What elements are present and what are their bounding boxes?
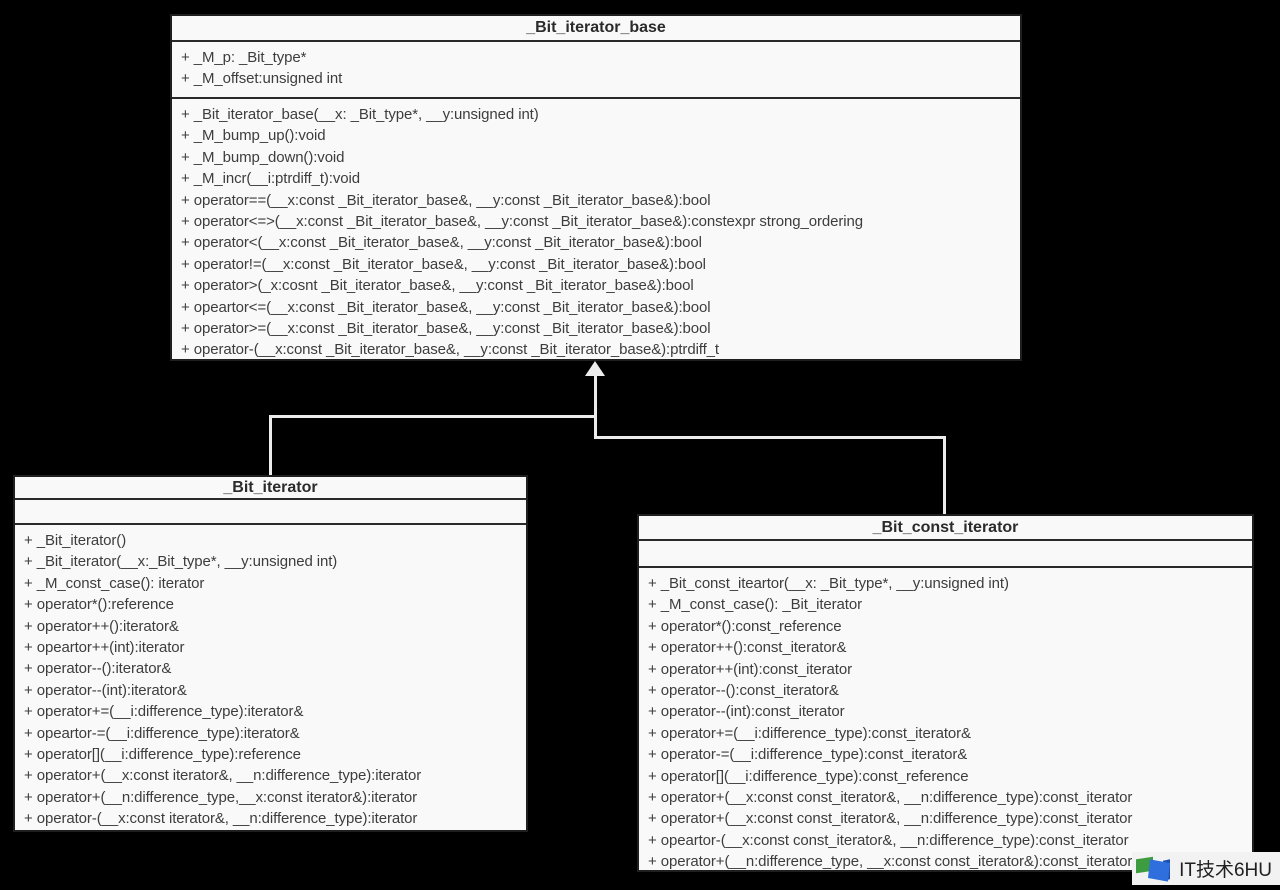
method-line: + _M_const_case(): iterator bbox=[24, 574, 205, 592]
method-line: + operator==(__x:const _Bit_iterator_bas… bbox=[181, 191, 711, 209]
methods-section: + _Bit_iterator() + _Bit_iterator(__x:_Bi… bbox=[15, 525, 526, 830]
method-line: + operator--():const_iterator& bbox=[648, 682, 839, 700]
method-line: + operator++():iterator& bbox=[24, 617, 179, 635]
watermark-logo-icon bbox=[1136, 856, 1174, 882]
method-line: + operator[](__i:difference_type):const_… bbox=[648, 767, 969, 785]
method-line: + _Bit_iterator_base(__x: _Bit_type*, __… bbox=[181, 106, 539, 123]
class-title: _Bit_const_iterator bbox=[639, 516, 1252, 541]
generalization-arrow-icon bbox=[585, 361, 605, 376]
watermark-logo-blue-shape bbox=[1148, 858, 1171, 882]
method-line: + operator!=(__x:const _Bit_iterator_bas… bbox=[181, 255, 706, 273]
method-line: + operator>(_x:cosnt _Bit_iterator_base&… bbox=[181, 277, 694, 295]
method-line: + _M_bump_down():void bbox=[181, 148, 345, 166]
method-line: + operator*():reference bbox=[24, 596, 174, 614]
method-line: + _M_incr(__i:ptrdiff_t):void bbox=[181, 170, 360, 188]
method-line: + operator+(__n:difference_type,__x:cons… bbox=[24, 788, 418, 806]
method-line: + opeartor-=(__i:difference_type):iterat… bbox=[24, 724, 300, 742]
class-box-bit-const-iterator: _Bit_const_iterator + _Bit_const_itearto… bbox=[637, 514, 1254, 872]
generalization-edge-bit-iterator bbox=[269, 415, 597, 418]
method-line: + operator--(int):iterator& bbox=[24, 681, 187, 699]
method-line: + operator+(__x:const const_iterator&, _… bbox=[648, 789, 1133, 807]
attributes-section bbox=[15, 500, 526, 525]
generalization-edge-bit-const-iterator bbox=[594, 436, 946, 439]
generalization-edge-bit-iterator bbox=[269, 415, 272, 475]
method-line: + opeartor++(int):iterator bbox=[24, 639, 185, 657]
method-line: + _Bit_iterator(__x:_Bit_type*, __y:unsi… bbox=[24, 553, 338, 571]
method-line: + operator+(__x:const const_iterator&, _… bbox=[648, 810, 1133, 828]
method-line: + _Bit_iterator() bbox=[24, 532, 127, 549]
method-line: + _Bit_const_iteartor(__x: _Bit_type*, _… bbox=[648, 575, 1009, 592]
method-line: + operator+=(__i:difference_type):iterat… bbox=[24, 703, 304, 721]
method-line: + operator-=(__i:difference_type):const_… bbox=[648, 746, 968, 764]
attribute-line: + _M_offset:unsigned int bbox=[181, 70, 343, 88]
site-watermark: IT技术6HU bbox=[1132, 852, 1280, 885]
method-line: + operator++(int):const_iterator bbox=[648, 660, 852, 678]
attributes-section: + _M_p: _Bit_type* + _M_offset:unsigned i… bbox=[172, 42, 1020, 99]
generalization-edge-bit-const-iterator bbox=[943, 436, 946, 514]
methods-section: + _Bit_const_iteartor(__x: _Bit_type*, _… bbox=[639, 568, 1252, 870]
method-line: + operator-(__x:const iterator&, __n:dif… bbox=[24, 810, 418, 828]
class-title: _Bit_iterator bbox=[15, 477, 526, 500]
method-line: + operator[](__i:difference_type):refere… bbox=[24, 746, 301, 764]
method-line: + opeartor<=(__x:const _Bit_iterator_bas… bbox=[181, 298, 711, 316]
method-line: + operator+=(__i:difference_type):const_… bbox=[648, 724, 971, 742]
class-box-bit-iterator-base: _Bit_iterator_base + _M_p: _Bit_type*+ _… bbox=[170, 14, 1022, 361]
method-line: + operator+(__x:const iterator&, __n:dif… bbox=[24, 767, 422, 785]
method-line: + operator--():iterator& bbox=[24, 660, 172, 678]
method-line: + _M_const_case(): _Bit_iterator bbox=[648, 596, 862, 614]
generalization-edge-shared bbox=[594, 374, 597, 439]
method-line: + operator>=(__x:const _Bit_iterator_bas… bbox=[181, 320, 711, 338]
method-line: + operator++():const_iterator& bbox=[648, 639, 847, 657]
attribute-line: + _M_p: _Bit_type* bbox=[181, 49, 307, 66]
method-line: + _M_bump_up():void bbox=[181, 127, 326, 145]
class-box-bit-iterator: _Bit_iterator + _Bit_iterator()+ _Bit_it… bbox=[13, 475, 528, 832]
method-line: + operator+(__n:difference_type, __x:con… bbox=[648, 853, 1133, 870]
method-line: + operator-(__x:const _Bit_iterator_base… bbox=[181, 341, 719, 359]
class-title: _Bit_iterator_base bbox=[172, 16, 1020, 42]
method-line: + operator<(__x:const _Bit_iterator_base… bbox=[181, 234, 702, 252]
method-line: + operator*():const_reference bbox=[648, 617, 842, 635]
method-line: + opeartor-(__x:const const_iterator&, _… bbox=[648, 831, 1129, 849]
method-line: + operator--(int):const_iterator bbox=[648, 703, 845, 721]
method-line: + operator<=>(__x:const _Bit_iterator_ba… bbox=[181, 213, 863, 231]
methods-section: + _Bit_iterator_base(__x: _Bit_type*, __… bbox=[172, 99, 1020, 359]
attributes-section bbox=[639, 541, 1252, 568]
watermark-text: IT技术6HU bbox=[1179, 860, 1272, 881]
